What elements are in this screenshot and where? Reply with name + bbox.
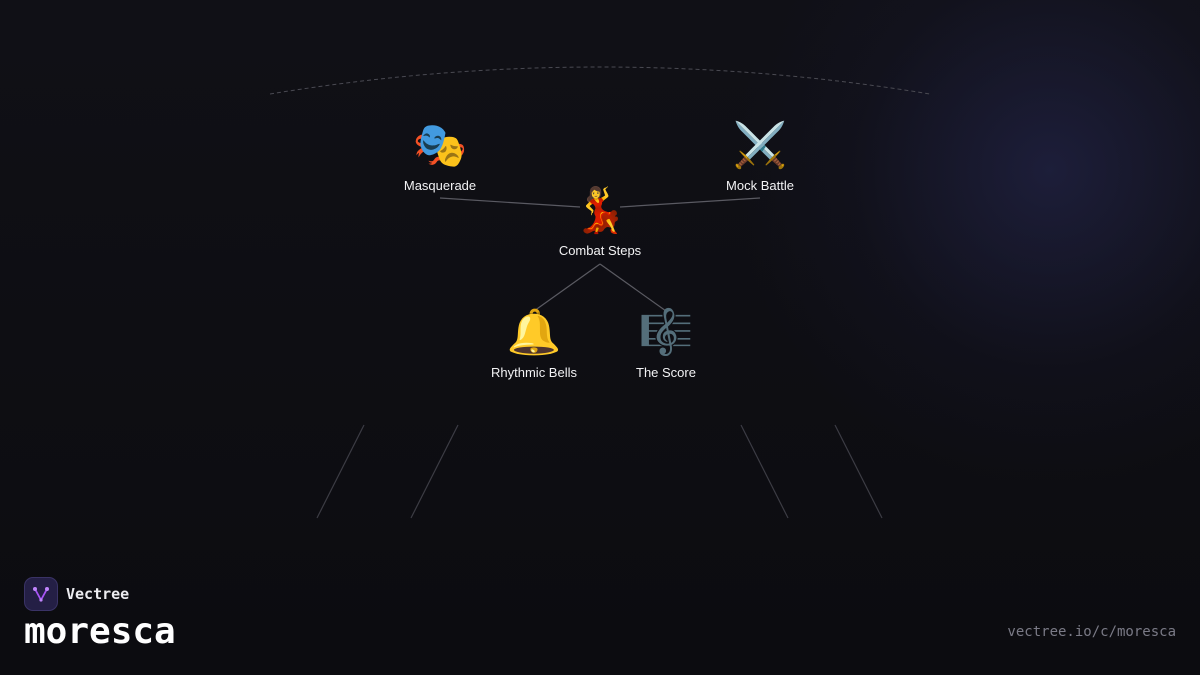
perspective-line-4 [834, 424, 883, 519]
crossed-swords-icon: ⚔️ [732, 120, 788, 171]
perspective-line-1 [316, 424, 365, 519]
node-label: Rhythmic Bells [491, 365, 577, 380]
node-masquerade[interactable]: 🎭 Masquerade [360, 120, 520, 194]
edge-combat-steps-rhythmic-bells [533, 263, 601, 312]
perspective-line-3 [740, 424, 789, 519]
top-arc [269, 66, 931, 95]
theater-masks-icon: 🎭 [412, 120, 468, 171]
dancer-icon: 💃 [572, 185, 628, 236]
node-combat-steps[interactable]: 💃 Combat Steps [520, 185, 680, 259]
node-label: Mock Battle [726, 178, 794, 193]
node-label: The Score [636, 365, 696, 380]
node-rhythmic-bells[interactable]: 🔔 Rhythmic Bells [454, 307, 614, 381]
bell-icon: 🔔 [506, 307, 562, 358]
page-title: moresca [24, 611, 176, 652]
node-label: Masquerade [403, 178, 477, 193]
edge-combat-steps-the-score [599, 263, 667, 312]
musical-score-icon: 🎼 [638, 307, 694, 358]
perspective-line-2 [410, 424, 459, 519]
node-mock-battle[interactable]: ⚔️ Mock Battle [680, 120, 840, 194]
vectree-logo-icon [24, 577, 58, 611]
node-the-score[interactable]: 🎼 The Score [586, 307, 746, 381]
brand-name: Vectree [66, 585, 130, 603]
share-url[interactable]: vectree.io/c/moresca [1007, 624, 1176, 640]
edge-masquerade-combat-steps [439, 197, 581, 208]
edge-mock-battle-combat-steps [619, 197, 761, 208]
brand: Vectree [24, 577, 129, 611]
node-label: Combat Steps [558, 243, 642, 258]
